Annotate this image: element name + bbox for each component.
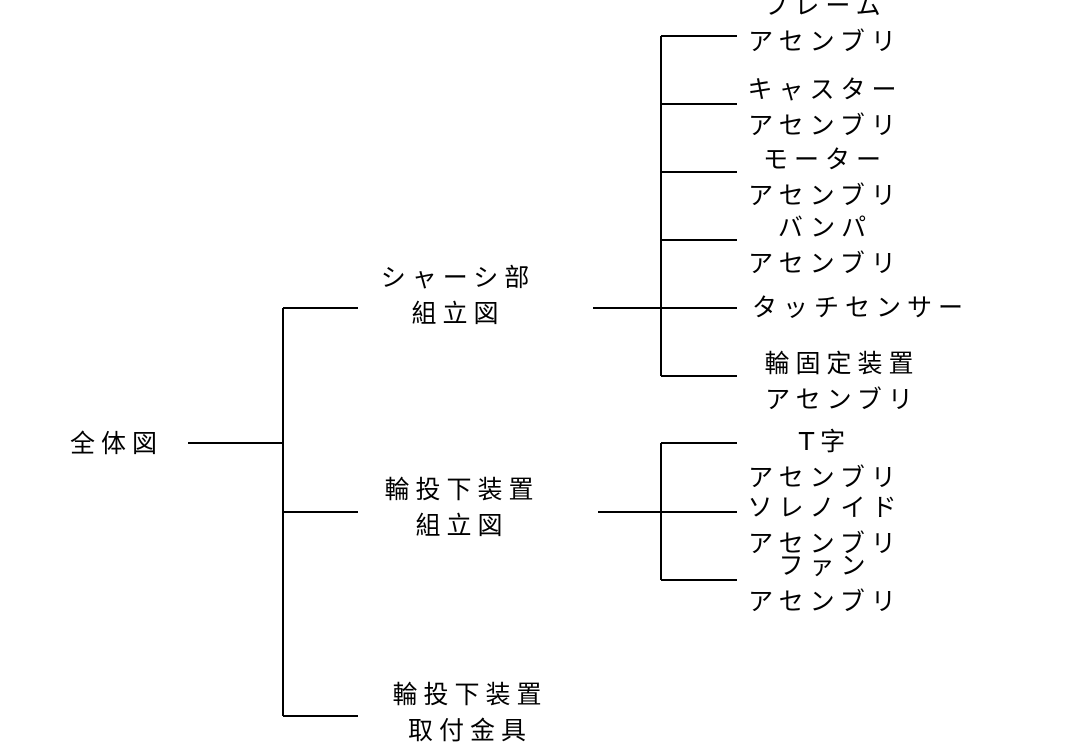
node-wheel-drop-line2: 組立図 <box>415 511 509 540</box>
node-motor-line1: モーター <box>762 145 887 174</box>
node-chassis: シャーシ部 組立図 <box>378 260 538 332</box>
node-frame-line1: フレーム <box>763 0 887 20</box>
node-chassis-line2: 組立図 <box>411 299 505 328</box>
node-fan-line1: ファン <box>778 551 872 580</box>
node-motor-line2: アセンブリ <box>748 181 902 210</box>
node-fan-line2: アセンブリ <box>748 587 902 616</box>
node-bracket-line1: 輪投下装置 <box>392 680 548 709</box>
node-caster-line2: アセンブリ <box>748 111 902 140</box>
node-root-label: 全体図 <box>70 429 164 458</box>
node-caster: キャスター アセンブリ <box>745 72 905 144</box>
node-bumper-line1: バンパ <box>777 213 873 242</box>
node-wheel-drop-line1: 輪投下装置 <box>384 475 540 504</box>
node-motor: モーター アセンブリ <box>745 142 905 214</box>
node-t-shape: T字 アセンブリ <box>745 424 905 496</box>
node-t-shape-line2: アセンブリ <box>748 463 902 492</box>
node-solenoid: ソレノイド アセンブリ <box>745 490 905 562</box>
node-solenoid-line2: アセンブリ <box>748 529 902 558</box>
node-wheel-drop: 輪投下装置 組立図 <box>382 472 542 544</box>
node-t-shape-line1: T字 <box>798 427 852 456</box>
node-chassis-line1: シャーシ部 <box>380 263 536 292</box>
node-wheel-lock-line1: 輪固定装置 <box>764 349 920 378</box>
node-wheel-lock: 輪固定装置 アセンブリ <box>762 346 922 418</box>
node-bumper: バンパ アセンブリ <box>745 210 905 282</box>
node-frame-line2: アセンブリ <box>748 27 902 56</box>
node-bumper-line2: アセンブリ <box>748 249 902 278</box>
node-fan: ファン アセンブリ <box>745 548 905 620</box>
node-touch-sensor: タッチセンサー <box>752 290 969 326</box>
node-root: 全体図 <box>70 426 163 462</box>
node-solenoid-line1: ソレノイド <box>747 493 903 522</box>
node-wheel-lock-line2: アセンブリ <box>765 385 919 414</box>
node-bracket-line2: 取付金具 <box>407 716 532 745</box>
node-bracket: 輪投下装置 取付金具 <box>390 677 550 749</box>
node-touch-sensor-line1: タッチセンサー <box>752 293 970 322</box>
node-caster-line1: キャスター <box>747 75 903 104</box>
node-frame: フレーム アセンブリ <box>745 0 905 60</box>
